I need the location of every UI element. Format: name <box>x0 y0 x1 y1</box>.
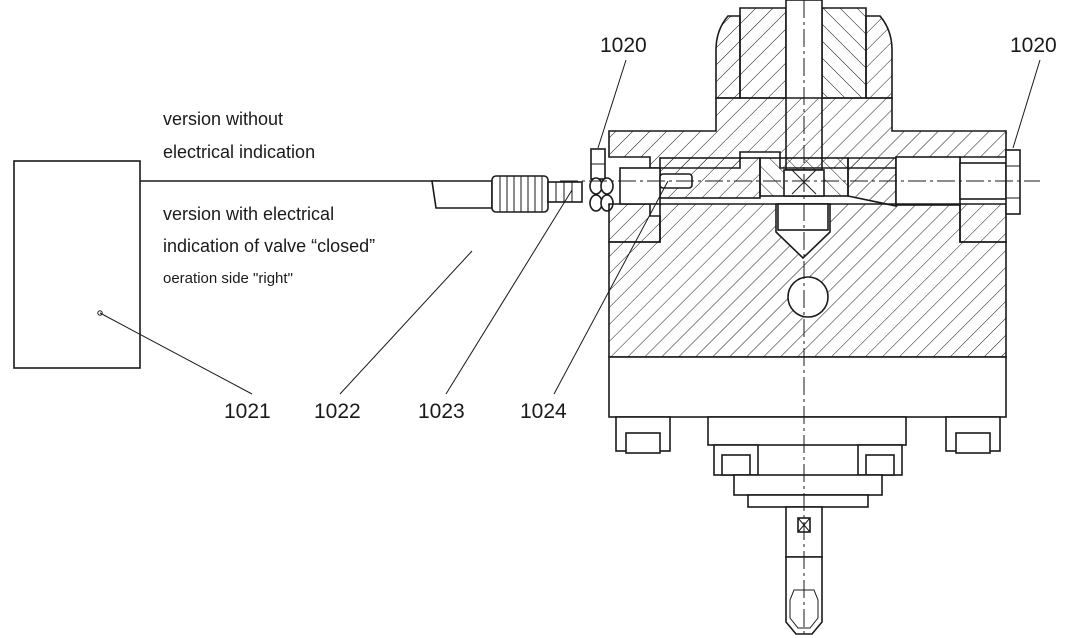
bolt-right <box>1005 149 1021 215</box>
mounting-bolts <box>615 416 1001 508</box>
label-version-with-line1: version with electrical <box>163 204 334 224</box>
label-version-with-line2: indication of valve “closed” <box>163 236 375 256</box>
label-1020-left: 1020 <box>600 34 647 57</box>
label-1022: 1022 <box>314 400 361 423</box>
leader-1023 <box>445 189 573 395</box>
valve-body <box>608 0 1007 418</box>
leader-1021 <box>99 312 253 395</box>
label-operation-side: oeration side "right" <box>163 270 293 287</box>
leader-1022 <box>339 250 473 395</box>
leader-1020-right <box>1012 59 1041 149</box>
label-1021: 1021 <box>224 400 271 423</box>
junction-box-point <box>97 310 103 316</box>
hand-lever <box>785 506 823 635</box>
label-1020-right: 1020 <box>1010 34 1057 57</box>
label-version-without-line2: electrical indication <box>163 142 315 162</box>
leader-1024 <box>553 180 669 395</box>
label-1024: 1024 <box>520 400 567 423</box>
junction-box <box>13 160 141 369</box>
label-version-without-line1: version without <box>163 109 283 129</box>
bolt-left <box>589 148 614 212</box>
proximity-sensor <box>431 175 583 213</box>
leader-1020-left <box>597 59 627 149</box>
label-1023: 1023 <box>418 400 465 423</box>
